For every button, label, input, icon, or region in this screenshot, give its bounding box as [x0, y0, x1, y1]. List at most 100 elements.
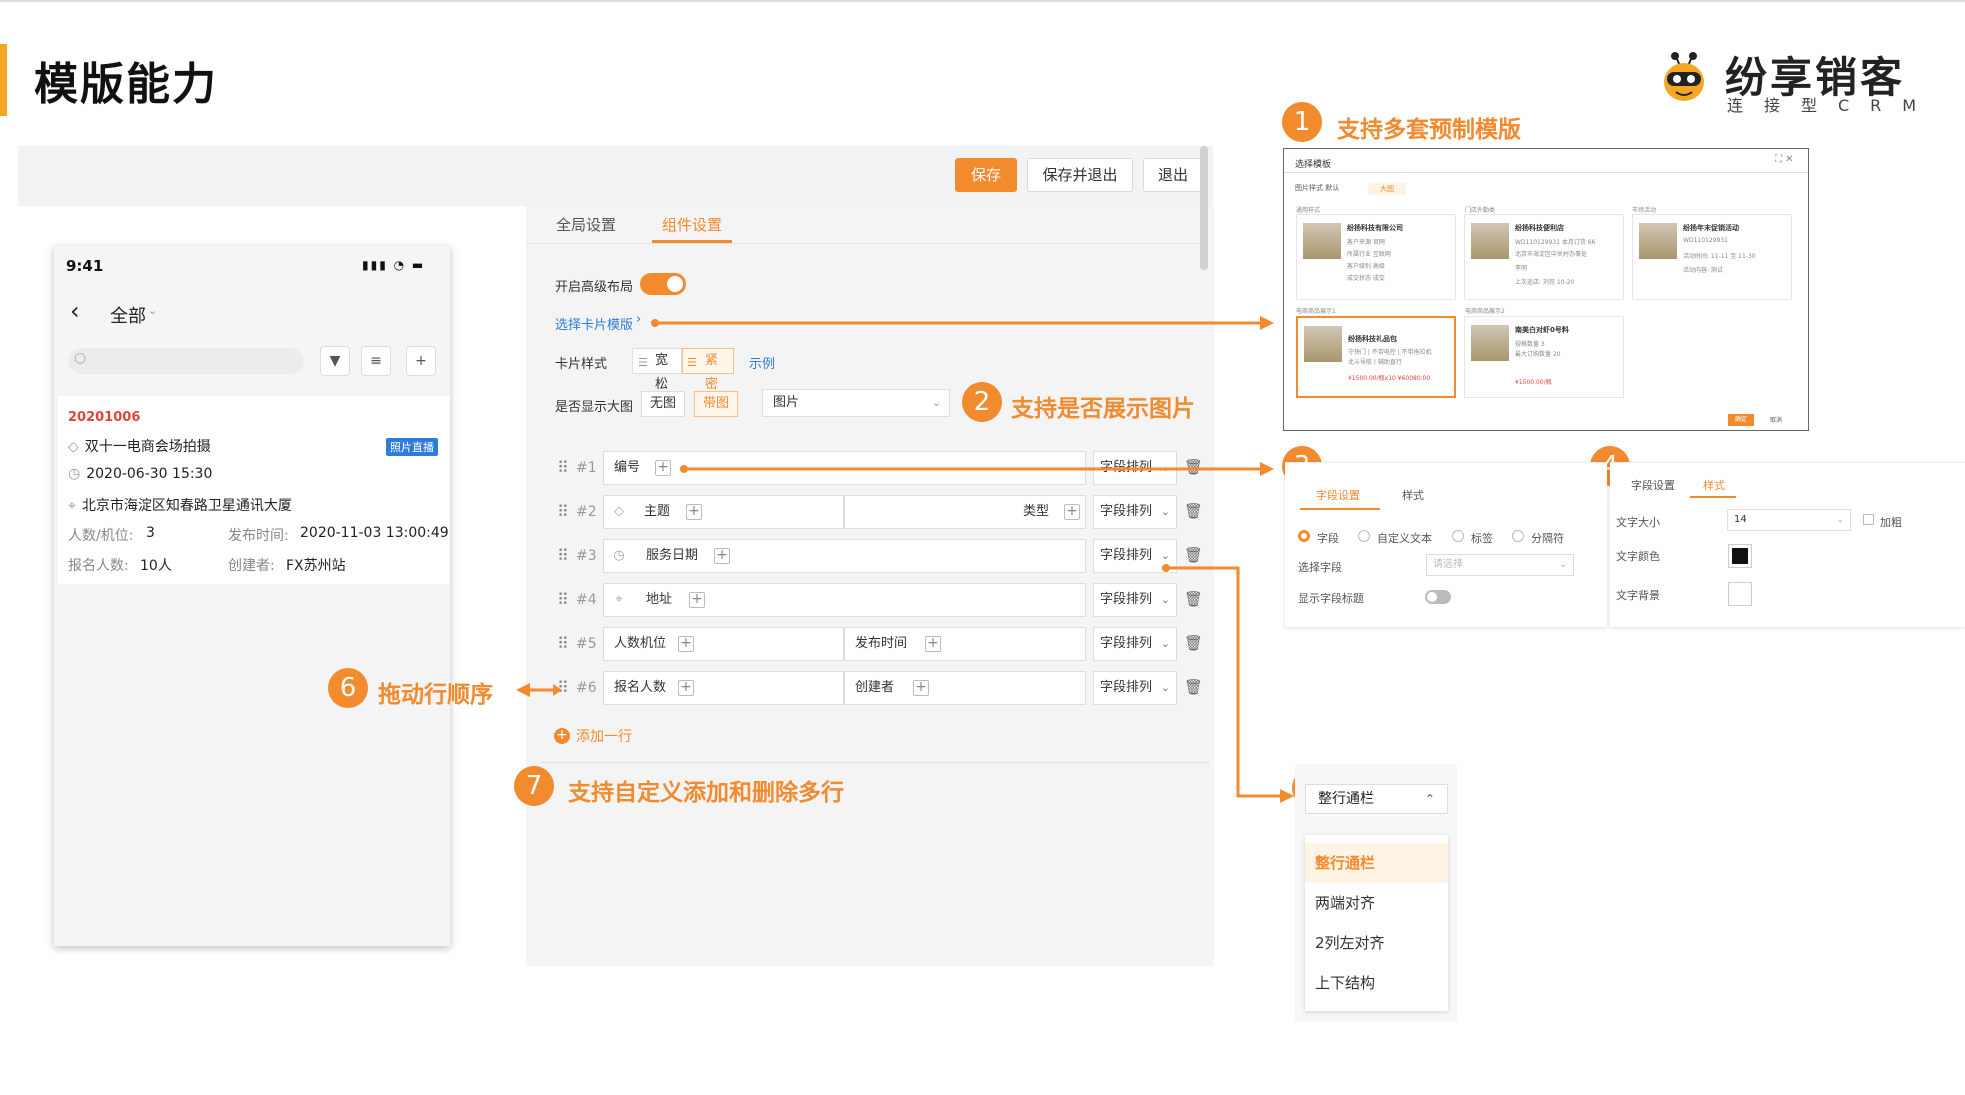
phone-list-title[interactable]: 全部: [110, 306, 146, 327]
active-tab-indicator: [652, 240, 732, 243]
select-field-input[interactable]: 请选择⌄: [1426, 554, 1574, 576]
select-field-placeholder: 请选择: [1433, 559, 1463, 570]
with-image-option[interactable]: 带图: [694, 391, 739, 417]
choose-template-link[interactable]: 选择卡片模版: [555, 318, 634, 333]
add-field-icon[interactable]: +: [1064, 504, 1080, 520]
template-card[interactable]: 纷扬科技便利店 WD110129931 本月订货 66 北京市海淀区中关村办事处…: [1464, 214, 1624, 300]
template-card-line: 最大订购数量 20: [1515, 351, 1561, 358]
add-field-icon[interactable]: +: [925, 636, 941, 652]
bold-checkbox[interactable]: [1863, 514, 1874, 525]
advanced-layout-toggle[interactable]: [640, 273, 686, 295]
field-arrange-select[interactable]: 字段排列⌄: [1093, 539, 1177, 573]
row-left-field[interactable]: 地址: [603, 583, 1086, 617]
font-size-select[interactable]: 14⌄: [1727, 509, 1851, 531]
delete-row-icon[interactable]: 🗑: [1184, 634, 1204, 652]
add-field-icon[interactable]: +: [655, 460, 671, 476]
field-arrange-select[interactable]: 字段排列⌄: [1093, 583, 1177, 617]
add-field-icon[interactable]: +: [714, 548, 730, 564]
tab-field-settings[interactable]: 字段设置: [1631, 479, 1675, 492]
no-image-option[interactable]: 无图: [641, 391, 686, 417]
row-left-field[interactable]: 人数机位: [603, 627, 844, 661]
template-card-selected[interactable]: 纷扬科技礼品包 守快门 | 不带电控 | 不带拖拉机 北斗导航 | 辅助直行 ¥…: [1296, 316, 1456, 398]
add-field-icon[interactable]: +: [913, 680, 929, 696]
big-image-tab[interactable]: 大图: [1368, 183, 1406, 195]
example-link[interactable]: 示例: [749, 357, 776, 372]
tab-field-settings[interactable]: 字段设置: [1316, 489, 1360, 502]
image-field-select[interactable]: 图片⌄: [762, 389, 950, 417]
delete-row-icon[interactable]: 🗑: [1184, 546, 1204, 564]
template-card-price: ¥1500.00/瓶x10 ¥60080.00: [1348, 375, 1431, 382]
compact-icon: ☰: [687, 356, 697, 369]
add-field-icon[interactable]: +: [686, 504, 702, 520]
drag-handle-icon[interactable]: ⠿: [557, 458, 569, 477]
row-right-field[interactable]: 发布时间: [844, 627, 1086, 661]
arrange-dropdown[interactable]: 整行通栏⌃: [1305, 784, 1448, 814]
drag-handle-icon[interactable]: ⠿: [557, 678, 569, 697]
template-card-title: 纷扬科技礼品包: [1348, 335, 1397, 343]
delete-row-icon[interactable]: 🗑: [1184, 458, 1204, 476]
radio-field[interactable]: [1298, 530, 1310, 542]
template-card[interactable]: 纷扬年末促销活动 WD110129931 活动时间: 11-11 至 11-30…: [1632, 214, 1792, 300]
filter-icon[interactable]: ▼: [320, 346, 350, 376]
field-arrange-select[interactable]: 字段排列⌄: [1093, 627, 1177, 661]
record-card[interactable]: [58, 396, 450, 584]
add-icon[interactable]: +: [406, 346, 436, 376]
style-compact-option[interactable]: 紧密: [682, 348, 734, 392]
row-right-field[interactable]: 类型: [844, 495, 1086, 529]
tab-component-settings[interactable]: 组件设置: [662, 216, 723, 234]
arrow-to-dropdown: [1166, 566, 1282, 798]
template-section-label: 电商商品展示1: [1296, 308, 1336, 315]
template-card[interactable]: 南美白对虾0号料 规格数量 3 最大订购数量 20 ¥1500.00/瓶: [1464, 316, 1624, 398]
save-and-exit-button[interactable]: 保存并退出: [1027, 158, 1133, 192]
drag-handle-icon[interactable]: ⠿: [557, 634, 569, 653]
text-bg-swatch[interactable]: [1728, 582, 1752, 606]
field-arrange-select[interactable]: 字段排列⌄: [1093, 671, 1177, 705]
dropdown-option[interactable]: 整行通栏: [1305, 843, 1448, 883]
phone-search-input[interactable]: [68, 348, 304, 374]
tab-style[interactable]: 样式: [1402, 489, 1424, 502]
delete-row-icon[interactable]: 🗑: [1184, 502, 1204, 520]
row-field-label: 类型: [1023, 504, 1050, 519]
drag-handle-icon[interactable]: ⠿: [557, 502, 569, 521]
text-color-swatch[interactable]: [1728, 544, 1752, 568]
dropdown-option[interactable]: 2列左对齐: [1315, 934, 1385, 952]
cancel-button[interactable]: 取消: [1770, 417, 1783, 424]
field-arrange-select[interactable]: 字段排列⌄: [1093, 495, 1177, 529]
confirm-button[interactable]: 确定: [1728, 414, 1754, 426]
radio-tag[interactable]: [1452, 530, 1464, 542]
add-circle-icon[interactable]: +: [554, 728, 570, 744]
delete-row-icon[interactable]: 🗑: [1184, 678, 1204, 696]
style-loose-option[interactable]: 宽松: [632, 348, 682, 392]
dropdown-option[interactable]: 上下结构: [1315, 974, 1376, 992]
drag-handle-icon[interactable]: ⠿: [557, 590, 569, 609]
add-field-icon[interactable]: +: [678, 680, 694, 696]
radio-separator[interactable]: [1512, 530, 1524, 542]
top-divider: [0, 0, 1965, 2]
product-image: [1303, 223, 1341, 259]
add-field-icon[interactable]: +: [689, 592, 705, 608]
row-left-field[interactable]: 报名人数: [603, 671, 844, 705]
back-arrow-icon[interactable]: ‹: [70, 297, 80, 325]
tab-global-settings[interactable]: 全局设置: [556, 216, 617, 234]
row-left-field[interactable]: 主题: [603, 495, 844, 529]
field-value: 3: [146, 525, 155, 541]
drag-handle-icon[interactable]: ⠿: [557, 546, 569, 565]
row-right-field[interactable]: 创建者: [844, 671, 1086, 705]
row-left-field[interactable]: 服务日期: [603, 539, 1086, 573]
delete-row-icon[interactable]: 🗑: [1184, 590, 1204, 608]
dropdown-option[interactable]: 两端对齐: [1315, 894, 1376, 912]
exit-button[interactable]: 退出: [1143, 158, 1203, 192]
tab-style[interactable]: 样式: [1703, 479, 1725, 492]
image-style-tabs[interactable]: 图片样式 默认: [1295, 184, 1340, 192]
location-pin-icon: ⌖: [615, 592, 623, 607]
scrollbar[interactable]: [1200, 146, 1208, 270]
radio-custom-text[interactable]: [1358, 530, 1370, 542]
close-icon[interactable]: ⛶ ✕: [1775, 154, 1794, 165]
add-row-button[interactable]: 添加一行: [576, 729, 632, 745]
sort-icon[interactable]: ≡: [361, 346, 391, 376]
show-field-title-toggle[interactable]: [1425, 590, 1451, 604]
save-button[interactable]: 保存: [955, 158, 1017, 192]
template-card[interactable]: 纷扬科技有限公司 客户来源 官网 所属行业 互联网 客户级别 高级 成交状态 成…: [1296, 214, 1456, 300]
card-datetime-line: ◷2020-06-30 15:30: [68, 466, 212, 482]
add-field-icon[interactable]: +: [678, 636, 694, 652]
